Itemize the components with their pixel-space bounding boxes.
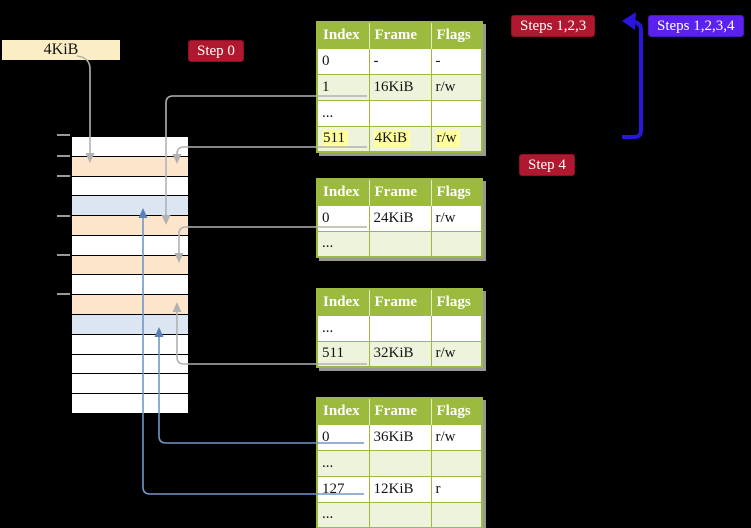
memory-frame-row [72,315,188,335]
table-row: 0-- [316,47,483,75]
badge-step-0: Step 0 [188,40,244,62]
index-cell: ... [316,314,370,342]
frame-cell [368,99,432,127]
badge-steps-1-2-3: Steps 1,2,3 [511,15,596,37]
index-cell: ... [316,99,370,127]
frame-cell: 12KiB [368,475,432,503]
frame-cell: - [368,47,432,75]
page-size-label: 4KiB [2,40,120,60]
frame-cell [368,449,432,477]
address-tick [57,254,70,256]
memory-frame-row [72,176,188,197]
highlighted-value: 511 [322,130,348,148]
flags-cell [430,449,483,477]
column-header-flags: Flags [430,22,482,48]
flags-cell [430,99,483,127]
frame-cell: 36KiB [368,423,432,451]
flags-cell [430,230,483,258]
frame-cell [368,230,432,258]
frame-cell: 32KiB [368,340,432,368]
table-row: ... [316,230,483,258]
frame-cell [368,314,432,342]
address-tick [57,215,70,217]
badge-steps-1-2-3-4: Steps 1,2,3,4 [648,15,744,37]
table-row: ... [316,314,483,342]
column-header-flags: Flags [430,398,482,424]
index-cell: ... [316,230,370,258]
index-cell: 511 [316,125,370,153]
index-cell: 127 [316,475,370,503]
steps-return-arrow [622,12,643,139]
frame-cell: 24KiB [368,204,432,232]
flags-cell: r [430,475,483,503]
column-header-index: Index [317,289,369,315]
column-header-frame: Frame [368,22,431,48]
index-cell: 0 [316,423,370,451]
column-header-flags: Flags [430,289,482,315]
index-cell: 1 [316,73,370,101]
flags-cell: r/w [430,73,483,101]
highlighted-value: r/w [435,130,460,148]
table-row: ... [316,449,483,477]
index-cell: 0 [316,47,370,75]
address-tick [57,155,70,157]
address-tick [57,175,70,177]
column-header-index: Index [317,179,369,205]
column-header-frame: Frame [368,179,431,205]
memory-frame-row [72,275,188,296]
index-cell: ... [316,449,370,477]
physical-memory-column [70,135,190,415]
column-header-frame: Frame [368,289,431,315]
memory-frame-row [72,235,188,256]
index-cell: 511 [316,340,370,368]
memory-frame-row [72,394,188,413]
flags-cell: r/w [430,204,483,232]
memory-frame-row [72,334,188,355]
memory-frame-row [72,156,188,177]
flags-cell [430,314,483,342]
table-row: 511 4KiB r/w [316,125,483,153]
flags-cell: r/w [430,125,483,153]
memory-frame-row [72,354,188,375]
frame-cell: 16KiB [368,73,432,101]
highlighted-value: 4KiB [373,130,411,148]
memory-frame-row [72,196,188,217]
frame-cell: 4KiB [368,125,432,153]
memory-frame-row [72,137,188,157]
memory-frame-row [72,255,188,276]
badge-step-4: Step 4 [519,154,575,176]
column-header-flags: Flags [430,179,482,205]
column-header-index: Index [317,22,369,48]
table-row: ... [316,501,483,528]
address-tick [57,293,70,295]
flags-cell: - [430,47,483,75]
index-cell: 0 [316,204,370,232]
column-header-index: Index [317,398,369,424]
flags-cell: r/w [430,423,483,451]
index-cell: ... [316,501,370,528]
memory-frame-row [72,374,188,395]
memory-frame-row [72,295,188,316]
table-row: ... [316,99,483,127]
frame-cell [368,501,432,528]
flags-cell [430,501,483,528]
column-header-frame: Frame [368,398,431,424]
flags-cell: r/w [430,340,483,368]
address-tick [57,134,70,136]
memory-frame-row [72,216,188,236]
arrow-left-icon [622,12,636,30]
